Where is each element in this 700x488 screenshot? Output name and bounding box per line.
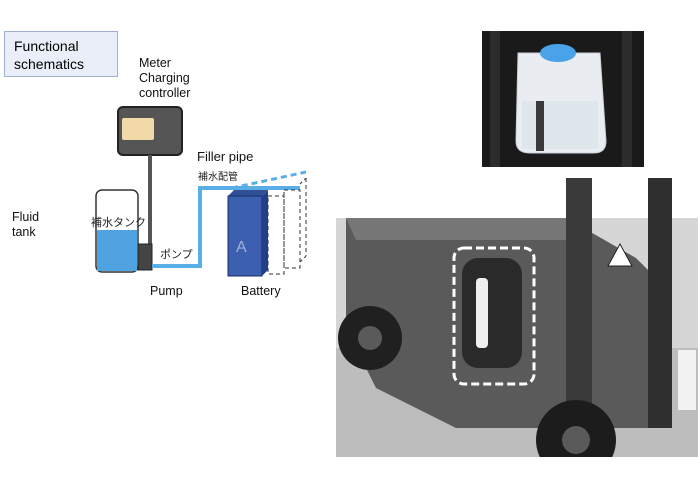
pump-icon (137, 243, 153, 271)
pump-jp-label: ポンプ (160, 248, 193, 261)
forklift-photo (336, 178, 698, 457)
meter-controller-icon (117, 106, 183, 156)
filler-pipe-label: Filler pipe (197, 149, 254, 164)
battery-cells-icon: A (227, 177, 307, 277)
filler-pipe-jp-label: 補水配管 (198, 172, 238, 183)
battery-label: Battery (241, 284, 281, 298)
filler-pipe-line (152, 186, 300, 268)
svg-text:A: A (236, 239, 247, 256)
meter-controller-label: Meter Charging controller (139, 56, 191, 100)
pump-label: Pump (150, 284, 183, 298)
fluid-tank-label: Fluid tank (12, 210, 40, 239)
diagram-title: Functional schematics (4, 31, 118, 77)
refill-tank-photo (482, 31, 644, 167)
fluid-tank-icon (95, 189, 139, 273)
fluid-tank-jp-label: 補水タンク (91, 216, 146, 229)
functional-schematic: A (95, 106, 307, 277)
